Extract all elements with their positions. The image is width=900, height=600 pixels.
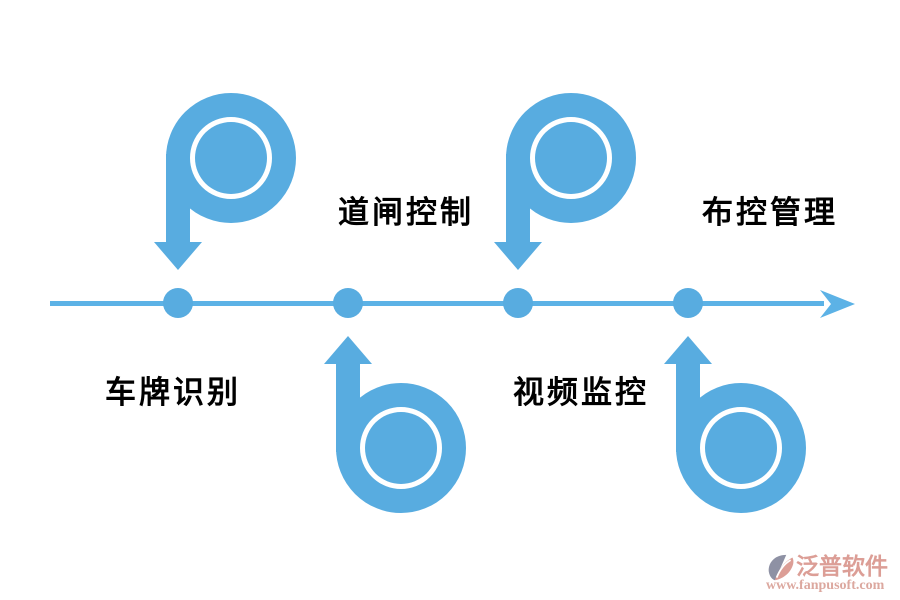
step-label-video-surveillance: 视频监控	[513, 375, 649, 410]
step-label-license-plate-recognition: 车牌识别	[105, 375, 241, 410]
timeline-node-dot	[503, 288, 533, 318]
brand-logo-icon	[768, 554, 794, 581]
timeline-axis	[50, 301, 824, 306]
brand-url: www.fanpusoft.com	[766, 578, 885, 593]
p-spiral-arrow-down-icon	[494, 93, 636, 270]
timeline-node-dot	[163, 288, 193, 318]
step-label-barrier-gate-control: 道闸控制	[338, 195, 474, 230]
timeline-node-dot	[673, 288, 703, 318]
p-spiral-arrow-down-icon	[154, 93, 296, 270]
b-spiral-arrow-up-icon	[664, 336, 806, 513]
b-spiral-arrow-up-icon	[324, 336, 466, 513]
timeline-node-dot	[333, 288, 363, 318]
timeline-arrowhead-icon	[820, 290, 855, 318]
brand-name: 泛普软件	[796, 553, 888, 579]
step-label-surveillance-deployment-management: 布控管理	[702, 195, 838, 230]
